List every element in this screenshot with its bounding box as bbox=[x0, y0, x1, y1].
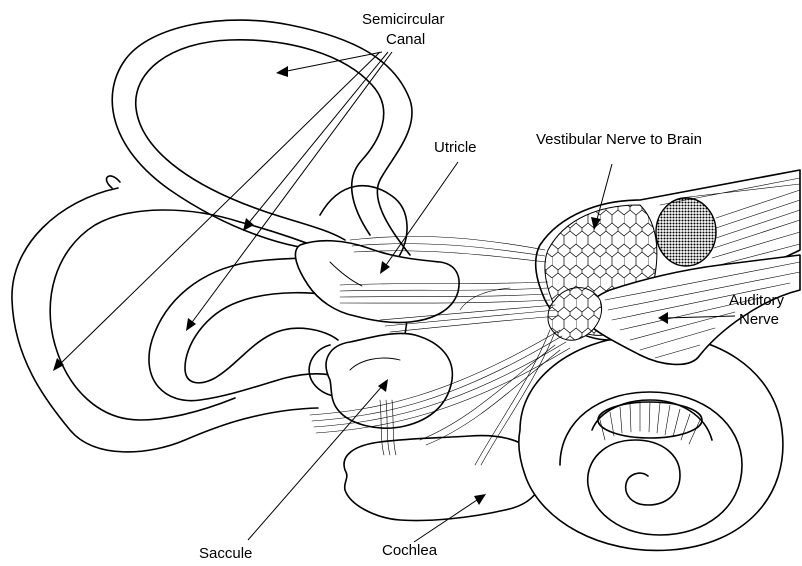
label-auditory-line2: Nerve bbox=[739, 311, 779, 328]
label-semicircular-line1: Semicircular bbox=[362, 11, 445, 28]
label-semicircular-line2: Canal bbox=[386, 31, 425, 48]
cochlea-spiral bbox=[519, 335, 783, 551]
label-vestibular-nerve: Vestibular Nerve to Brain bbox=[536, 131, 702, 148]
pointer-utricle bbox=[380, 162, 458, 274]
label-cochlea: Cochlea bbox=[382, 542, 438, 559]
saccule-body bbox=[326, 333, 452, 428]
superior-semicircular-canal bbox=[112, 20, 412, 258]
label-auditory-line1: Auditory bbox=[729, 292, 785, 309]
label-utricle: Utricle bbox=[434, 139, 477, 156]
cochlea-base bbox=[344, 436, 541, 521]
label-saccule: Saccule bbox=[199, 545, 252, 562]
